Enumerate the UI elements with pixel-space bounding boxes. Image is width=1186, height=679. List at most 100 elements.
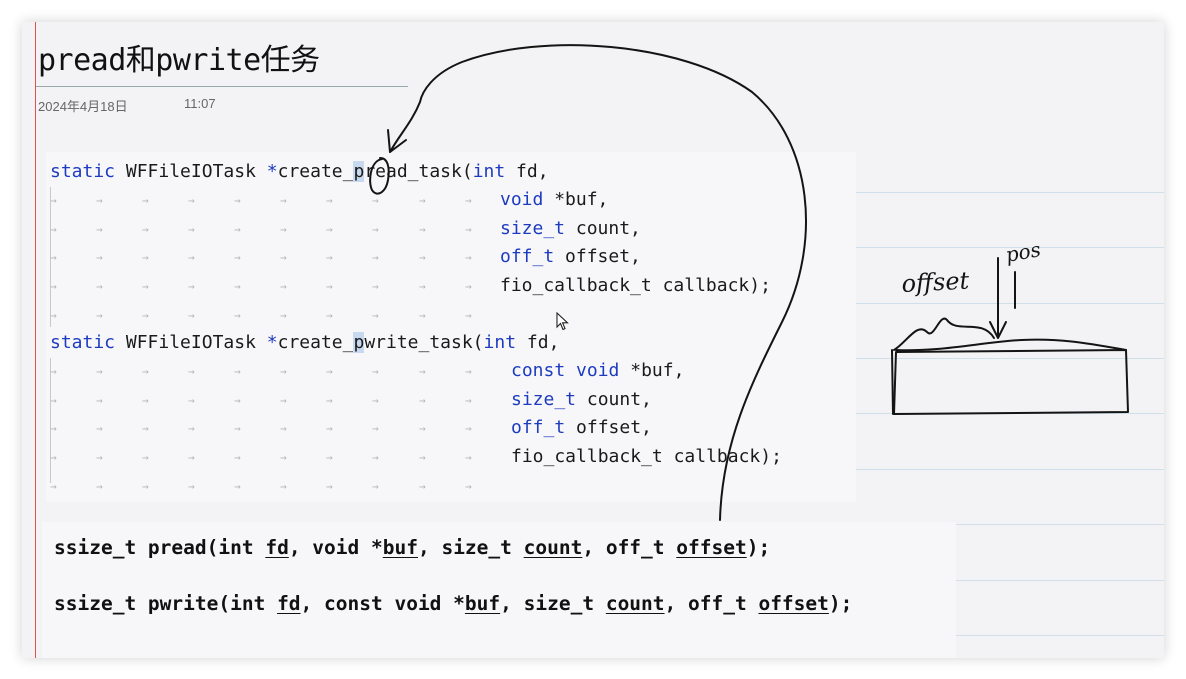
sig-param-fd: fd — [265, 536, 289, 559]
tab-marker: → — [50, 480, 57, 493]
tab-marker: → — [465, 251, 472, 264]
code-line: off_t offset, — [511, 417, 652, 438]
func-name-rest: read_task( — [364, 161, 473, 182]
tab-marker: → — [50, 223, 57, 236]
code-block[interactable] — [46, 152, 856, 502]
offset-brace — [893, 317, 995, 351]
sig-param-offset: offset — [758, 592, 829, 615]
code-line: static WFFileIOTask *create_pread_task(i… — [50, 161, 549, 182]
tab-marker: → — [234, 394, 241, 407]
tab-marker: → — [50, 365, 57, 378]
ruled-line — [844, 192, 1164, 193]
note-page[interactable]: pread和pwrite任务 2024年4月18日 11:07 →→→→→→→→… — [22, 22, 1164, 658]
code-line: const void *buf, — [511, 360, 684, 381]
keyword: int — [472, 161, 506, 182]
pread-signature: ssize_t pread(int fd, void *buf, size_t … — [54, 536, 770, 559]
tab-marker: → — [326, 280, 333, 293]
sig-text: , size_t — [417, 536, 524, 559]
sig-text: , size_t — [500, 592, 606, 615]
keyword: const — [511, 360, 566, 381]
pos-handwriting: pos — [1004, 237, 1043, 267]
tab-marker: → — [234, 480, 241, 493]
tab-marker: → — [96, 309, 103, 322]
param: count, — [575, 218, 641, 239]
sig-param-count: count — [605, 592, 665, 615]
tab-marker: → — [142, 194, 149, 207]
keyword: static — [50, 332, 116, 353]
type-name: WFFileIOTask — [125, 332, 256, 353]
tab-marker: → — [234, 251, 241, 264]
tab-marker: → — [50, 280, 57, 293]
pwrite-signature: ssize_t pwrite(int fd, const void *buf, … — [54, 592, 852, 615]
pointer-star: * — [266, 332, 278, 353]
buffer-rect — [893, 349, 1129, 415]
tab-marker: → — [280, 422, 287, 435]
tab-marker: → — [142, 365, 149, 378]
page-title[interactable]: pread和pwrite任务 — [38, 43, 320, 78]
sig-param-count: count — [523, 536, 583, 559]
type-name: WFFileIOTask — [125, 161, 256, 182]
sig-text: , off_t — [582, 536, 677, 559]
tab-marker: → — [50, 394, 57, 407]
keyword: size_t — [500, 218, 566, 239]
type-name: fio_callback_t — [511, 446, 663, 467]
tab-marker: → — [419, 194, 426, 207]
ruled-line — [956, 635, 1164, 636]
code-line: fio_callback_t callback); — [500, 275, 771, 296]
pos-arrow — [989, 257, 1007, 339]
punct: ); — [749, 275, 771, 296]
param: offset, — [576, 417, 652, 438]
handwritten-annotations: offset pos — [369, 44, 1129, 521]
keyword: off_t — [500, 246, 555, 267]
tab-marker: → — [96, 194, 103, 207]
tab-marker: → — [142, 422, 149, 435]
tab-marker: → — [280, 365, 287, 378]
ruled-line — [844, 358, 1164, 359]
tab-marker: → — [326, 365, 333, 378]
tab-marker: → — [188, 394, 195, 407]
code-line: static WFFileIOTask *create_pwrite_task(… — [50, 332, 559, 353]
arrow-head — [387, 129, 407, 153]
tab-marker: → — [372, 223, 379, 236]
pointer-star: * — [266, 161, 278, 182]
param: callback — [673, 446, 761, 467]
tab-marker: → — [372, 394, 379, 407]
tab-marker: → — [326, 422, 333, 435]
tab-marker: → — [326, 223, 333, 236]
tab-marker: → — [96, 280, 103, 293]
sig-param-buf: buf — [382, 536, 418, 559]
tab-marker: → — [50, 251, 57, 264]
circle-mark — [369, 157, 390, 195]
param: *buf, — [630, 360, 685, 381]
tab-marker: → — [96, 422, 103, 435]
sig-text: , off_t — [664, 592, 759, 615]
signature-block[interactable] — [42, 522, 956, 658]
tab-marker: → — [234, 223, 241, 236]
tab-marker: → — [188, 280, 195, 293]
tab-marker: → — [188, 194, 195, 207]
tab-marker: → — [372, 309, 379, 322]
func-name-prefix: create_ — [277, 332, 354, 353]
tab-marker: → — [465, 309, 472, 322]
buffer-left-edge — [891, 349, 894, 415]
tab-marker: → — [326, 251, 333, 264]
tab-marker: → — [372, 422, 379, 435]
tab-marker: → — [280, 309, 287, 322]
code-line: size_t count, — [511, 389, 652, 410]
ruled-line — [844, 247, 1164, 248]
tab-marker: → — [326, 451, 333, 464]
tab-marker: → — [142, 394, 149, 407]
tab-marker: → — [372, 194, 379, 207]
tab-marker: → — [465, 422, 472, 435]
sig-text: ); — [746, 536, 771, 559]
tab-marker: → — [188, 451, 195, 464]
tab-marker: → — [234, 451, 241, 464]
tab-marker: → — [50, 194, 57, 207]
tab-marker: → — [96, 223, 103, 236]
tab-marker: → — [234, 280, 241, 293]
ruled-line — [956, 524, 1164, 525]
tab-marker: → — [419, 451, 426, 464]
tab-marker: → — [96, 365, 103, 378]
tab-marker: → — [419, 280, 426, 293]
tab-marker: → — [326, 480, 333, 493]
